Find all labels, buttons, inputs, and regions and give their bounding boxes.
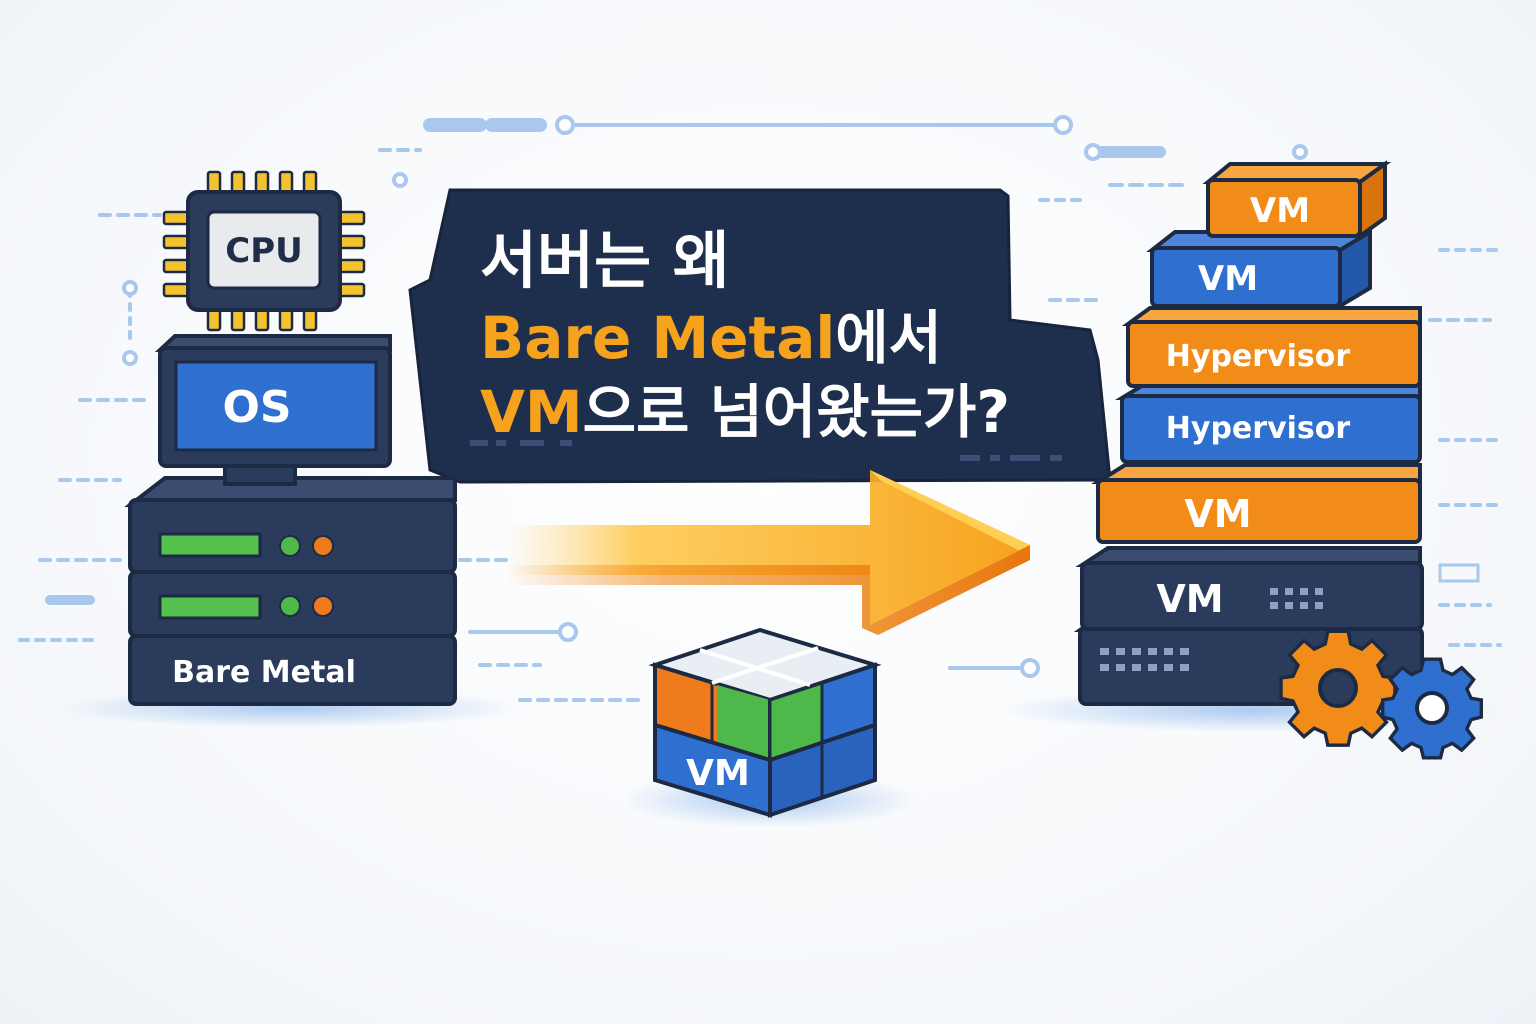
- server-rack-icon: Bare Metal: [124, 476, 457, 706]
- right-layer-5-label: VM: [1184, 492, 1251, 536]
- cube-icon: VM: [620, 627, 920, 828]
- title-line-2-rest: 에서: [835, 304, 942, 372]
- title-line-1: 서버는 왜: [480, 224, 730, 297]
- gear-icon: [1279, 629, 1484, 760]
- panel-dots: [470, 440, 1062, 461]
- right-layer-1-label: VM: [1250, 191, 1310, 231]
- arrow-right-icon: [505, 470, 1030, 635]
- right-layer-hypervisor-blue: Hypervisor: [1114, 382, 1422, 464]
- title-vm: VM: [480, 378, 583, 446]
- bare-metal-label: Bare Metal: [172, 655, 356, 690]
- right-stack: VM VM Hypervisor Hypervisor VM: [1000, 160, 1500, 732]
- right-layer-hypervisor-orange: Hypervisor: [1121, 306, 1422, 388]
- right-layer-vm-orange-2: VM: [1091, 463, 1422, 544]
- title-panel: 서버는 왜 Bare Metal에서 VM으로 넘어왔는가?: [408, 188, 1112, 484]
- right-layer-6-label: VM: [1156, 577, 1223, 621]
- monitor-icon: OS: [154, 334, 392, 486]
- left-stack: Bare Metal OS: [60, 170, 520, 728]
- circuit-decorations: [18, 115, 1502, 702]
- title-line-3-rest: 으로 넘어왔는가?: [583, 378, 1010, 446]
- title-line-2: Bare Metal에서: [480, 304, 942, 372]
- cpu-chip-icon: CPU: [162, 170, 366, 332]
- cpu-label: CPU: [225, 231, 302, 271]
- right-layer-4-label: Hypervisor: [1166, 411, 1351, 446]
- title-line-3: VM으로 넘어왔는가?: [480, 378, 1010, 446]
- os-label: OS: [222, 382, 291, 433]
- right-layer-3-label: Hypervisor: [1166, 339, 1351, 374]
- right-layer-vm-navy: VM: [1075, 546, 1424, 631]
- title-bare-metal: Bare Metal: [480, 304, 835, 372]
- right-layer-vm-blue: VM: [1146, 228, 1372, 310]
- right-layer-vm-orange-top: VM: [1202, 160, 1392, 240]
- right-layer-2-label: VM: [1198, 259, 1258, 299]
- cube-vm-label: VM: [686, 753, 750, 794]
